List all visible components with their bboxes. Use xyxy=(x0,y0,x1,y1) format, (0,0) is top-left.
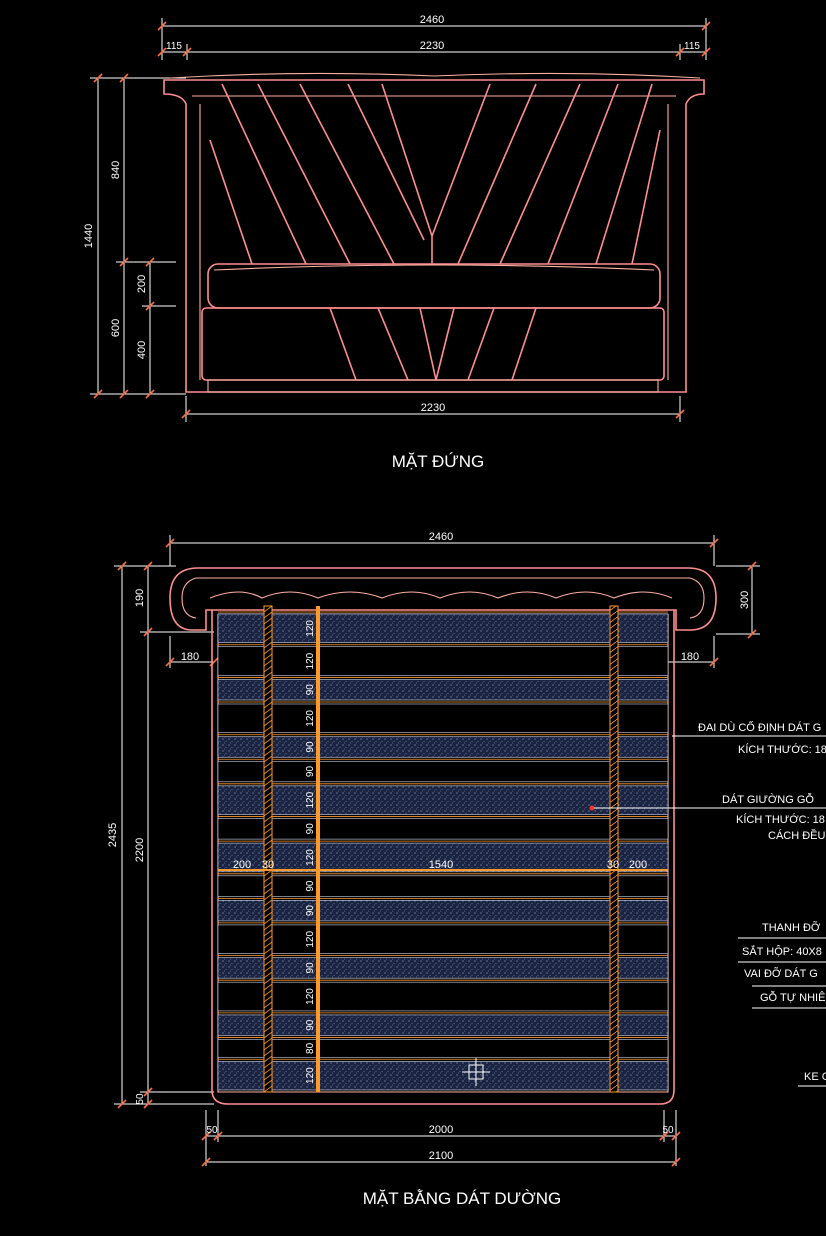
note-2: DÁT GIƯỜNG GỖ xyxy=(722,793,814,806)
slat-gap-label: 120 xyxy=(305,931,316,948)
slat-gap xyxy=(217,981,669,1012)
plan-dim-50-left: 50 xyxy=(135,1093,146,1105)
leader-point xyxy=(589,805,595,811)
slat xyxy=(217,736,669,758)
note-4: KE G xyxy=(804,1071,826,1083)
plan-dim-2435: 2435 xyxy=(107,823,119,847)
slat-gap-label: 120 xyxy=(305,988,316,1005)
plan-dim-300: 300 xyxy=(739,591,751,609)
plan-dim-1540: 1540 xyxy=(429,859,453,871)
elev-dim-200: 200 xyxy=(136,275,148,293)
plan-dim-200-left: 200 xyxy=(233,859,251,871)
slat-gap xyxy=(217,924,669,954)
elev-dim-115-right: 115 xyxy=(684,41,700,52)
plan-dim-2000: 2000 xyxy=(429,1124,453,1136)
annotation-notes: ĐAI DÙ CỐ ĐỊNH DÁT G KÍCH THƯỚC: 18 DÁT … xyxy=(594,720,826,1087)
elev-dim-bottom: 2230 xyxy=(181,396,685,422)
plan-slats xyxy=(217,611,669,1091)
plan-dim-right-300: 300 xyxy=(716,561,760,639)
plan-dim-bottom: 50 2000 50 2100 xyxy=(201,1110,681,1167)
elev-dim-2230-top: 2230 xyxy=(420,40,444,52)
slat-gap-labels: 120 120 90 120 90 90 120 90 120 90 90 120 90 120 90 80 1… xyxy=(305,620,316,1084)
note-2b: KÍCH THƯỚC: 18 xyxy=(736,813,825,826)
plan-dim-2200: 2200 xyxy=(134,838,146,862)
plan-headboard xyxy=(169,567,717,631)
note-3: THANH ĐỠ xyxy=(762,921,821,934)
elev-dim-top-parts: 115 2230 115 xyxy=(157,40,711,60)
slat-gap-label: 90 xyxy=(305,1019,316,1031)
note-1b: KÍCH THƯỚC: 18 xyxy=(738,743,826,756)
note-3d: GỖ TỰ NHIÊN xyxy=(760,991,826,1004)
slat-gap xyxy=(217,875,669,897)
slat-gap-label: 90 xyxy=(305,905,316,917)
slat xyxy=(217,785,669,815)
elev-dim-840: 840 xyxy=(110,161,122,179)
note-3b: SẮT HỘP: 40X8 xyxy=(742,945,822,958)
elev-dim-600: 600 xyxy=(110,319,122,337)
plan-dim-30-left: 30 xyxy=(262,859,274,871)
slat-gap-label: 120 xyxy=(305,620,316,637)
slat-gap-label: 90 xyxy=(305,823,316,835)
slat-gap-label: 90 xyxy=(305,962,316,974)
plan-dim-2460: 2460 xyxy=(429,531,453,543)
plan-dim-190: 190 xyxy=(134,589,146,607)
elev-dim-400: 400 xyxy=(136,341,148,359)
slat-gap-label: 120 xyxy=(305,710,316,727)
elev-dim-top-total: 2460 xyxy=(157,14,711,60)
elev-headboard xyxy=(163,72,705,393)
plan-dim-30-right: 30 xyxy=(607,859,619,871)
plan-dim-50-bottom-right: 50 xyxy=(662,1125,674,1136)
rail-right xyxy=(609,605,619,1093)
rail-left xyxy=(263,605,273,1093)
plan-dim-top: 2460 xyxy=(165,531,719,566)
plan-view: 2460 300 2435 2200 xyxy=(107,531,760,1208)
slat xyxy=(217,1060,669,1091)
slat-gap-label: 90 xyxy=(305,741,316,753)
elev-dim-left: 1440 840 600 200 400 xyxy=(83,73,186,399)
note-3c: VAI ĐỠ DÁT G xyxy=(744,967,818,980)
rail-center-left xyxy=(316,606,320,1092)
slat-gap xyxy=(217,703,669,734)
slat xyxy=(217,1014,669,1036)
slat-gap xyxy=(217,1039,669,1058)
slat-gap-label: 90 xyxy=(305,880,316,892)
slat xyxy=(217,957,669,979)
slat-gap-label: 90 xyxy=(305,766,316,778)
slat-gap-label: 120 xyxy=(305,1067,316,1084)
slat-gap xyxy=(217,760,669,783)
slat-gap xyxy=(217,818,669,840)
slat xyxy=(217,842,669,873)
slat xyxy=(217,900,669,922)
note-2c: CÁCH ĐỀU xyxy=(768,829,826,842)
plan-title: MẶT BẰNG DÁT DƯỜNG xyxy=(363,1189,562,1208)
plan-dim-middle: 200 30 1540 30 200 xyxy=(233,859,647,871)
plan-dim-50-bottom-left: 50 xyxy=(206,1125,218,1136)
plan-rails xyxy=(218,605,668,1093)
plan-dim-180-left: 180 xyxy=(181,651,199,663)
slat-gap xyxy=(217,646,669,676)
elev-dim-1440: 1440 xyxy=(83,224,95,248)
plan-dim-2100: 2100 xyxy=(429,1150,453,1162)
elevation-title: MẶT ĐỨNG xyxy=(392,452,485,471)
slat-gap-label: 120 xyxy=(305,652,316,669)
plan-dim-180-right: 180 xyxy=(681,651,699,663)
plan-dim-left: 2435 2200 190 50 xyxy=(107,561,214,1109)
slat-gap-label: 120 xyxy=(305,849,316,866)
elevation-view: 2460 115 2230 115 xyxy=(83,14,711,471)
note-1: ĐAI DÙ CỐ ĐỊNH DÁT G xyxy=(698,720,821,734)
slat xyxy=(217,679,669,701)
slat xyxy=(217,613,669,644)
cad-cursor-icon xyxy=(462,1058,490,1086)
elev-dim-115-left: 115 xyxy=(166,41,182,52)
slat-gap-label: 90 xyxy=(305,684,316,696)
slat-gap-label: 80 xyxy=(305,1042,316,1054)
slat-gap-label: 120 xyxy=(305,791,316,808)
elev-dim-2230-bottom: 2230 xyxy=(421,402,445,414)
elev-dim-2460: 2460 xyxy=(420,14,444,26)
plan-dim-200-right: 200 xyxy=(629,859,647,871)
